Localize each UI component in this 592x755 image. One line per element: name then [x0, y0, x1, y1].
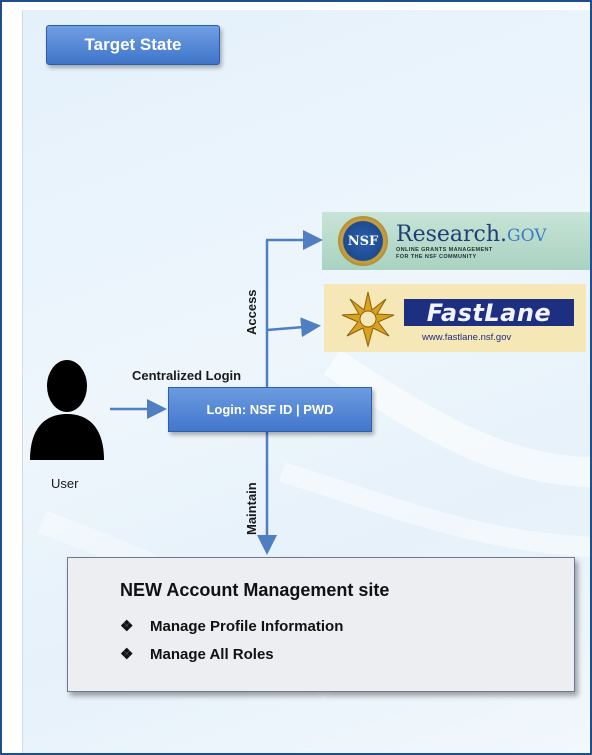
account-item-roles: ❖ Manage All Roles [120, 645, 274, 663]
research-title: Research. [396, 221, 508, 247]
nsf-seal-icon: NSF [338, 216, 388, 266]
fastlane-wordmark: FastLane [404, 299, 574, 327]
centralized-login-label: Centralized Login [132, 368, 242, 383]
target-state-badge: Target State [46, 25, 220, 65]
user-icon [30, 360, 104, 460]
research-tagline-2: FOR THE NSF COMMUNITY [396, 253, 477, 260]
diamond-bullet-icon: ❖ [120, 618, 134, 635]
fastlane-url: www.fastlane.nsf.gov [422, 332, 512, 343]
research-tagline-1: ONLINE GRANTS MANAGEMENT [396, 246, 493, 253]
diamond-bullet-icon: ❖ [120, 646, 134, 663]
research-gov-wordmark: Research.GOV ONLINE GRANTS MANAGEMENT FO… [396, 222, 547, 261]
research-title-suffix: GOV [507, 225, 547, 246]
account-management-box: NEW Account Management site ❖ Manage Prof… [67, 557, 575, 692]
access-label: Access [244, 289, 259, 335]
fastlane-logo: FastLane www.fastlane.nsf.gov [324, 284, 586, 352]
research-gov-logo: NSF Research.GOV ONLINE GRANTS MANAGEMEN… [322, 212, 590, 270]
account-item-label: Manage All Roles [150, 646, 274, 663]
fastlane-sunburst-icon [341, 291, 395, 348]
user-label: User [51, 476, 79, 491]
account-site-title: NEW Account Management site [120, 580, 390, 600]
account-item-label: Manage Profile Information [150, 618, 344, 635]
arrow-to-fastlane [266, 317, 321, 338]
maintain-label: Maintain [244, 482, 259, 535]
account-item-profile: ❖ Manage Profile Information [120, 617, 343, 635]
login-box: Login: NSF ID | PWD [168, 387, 372, 432]
